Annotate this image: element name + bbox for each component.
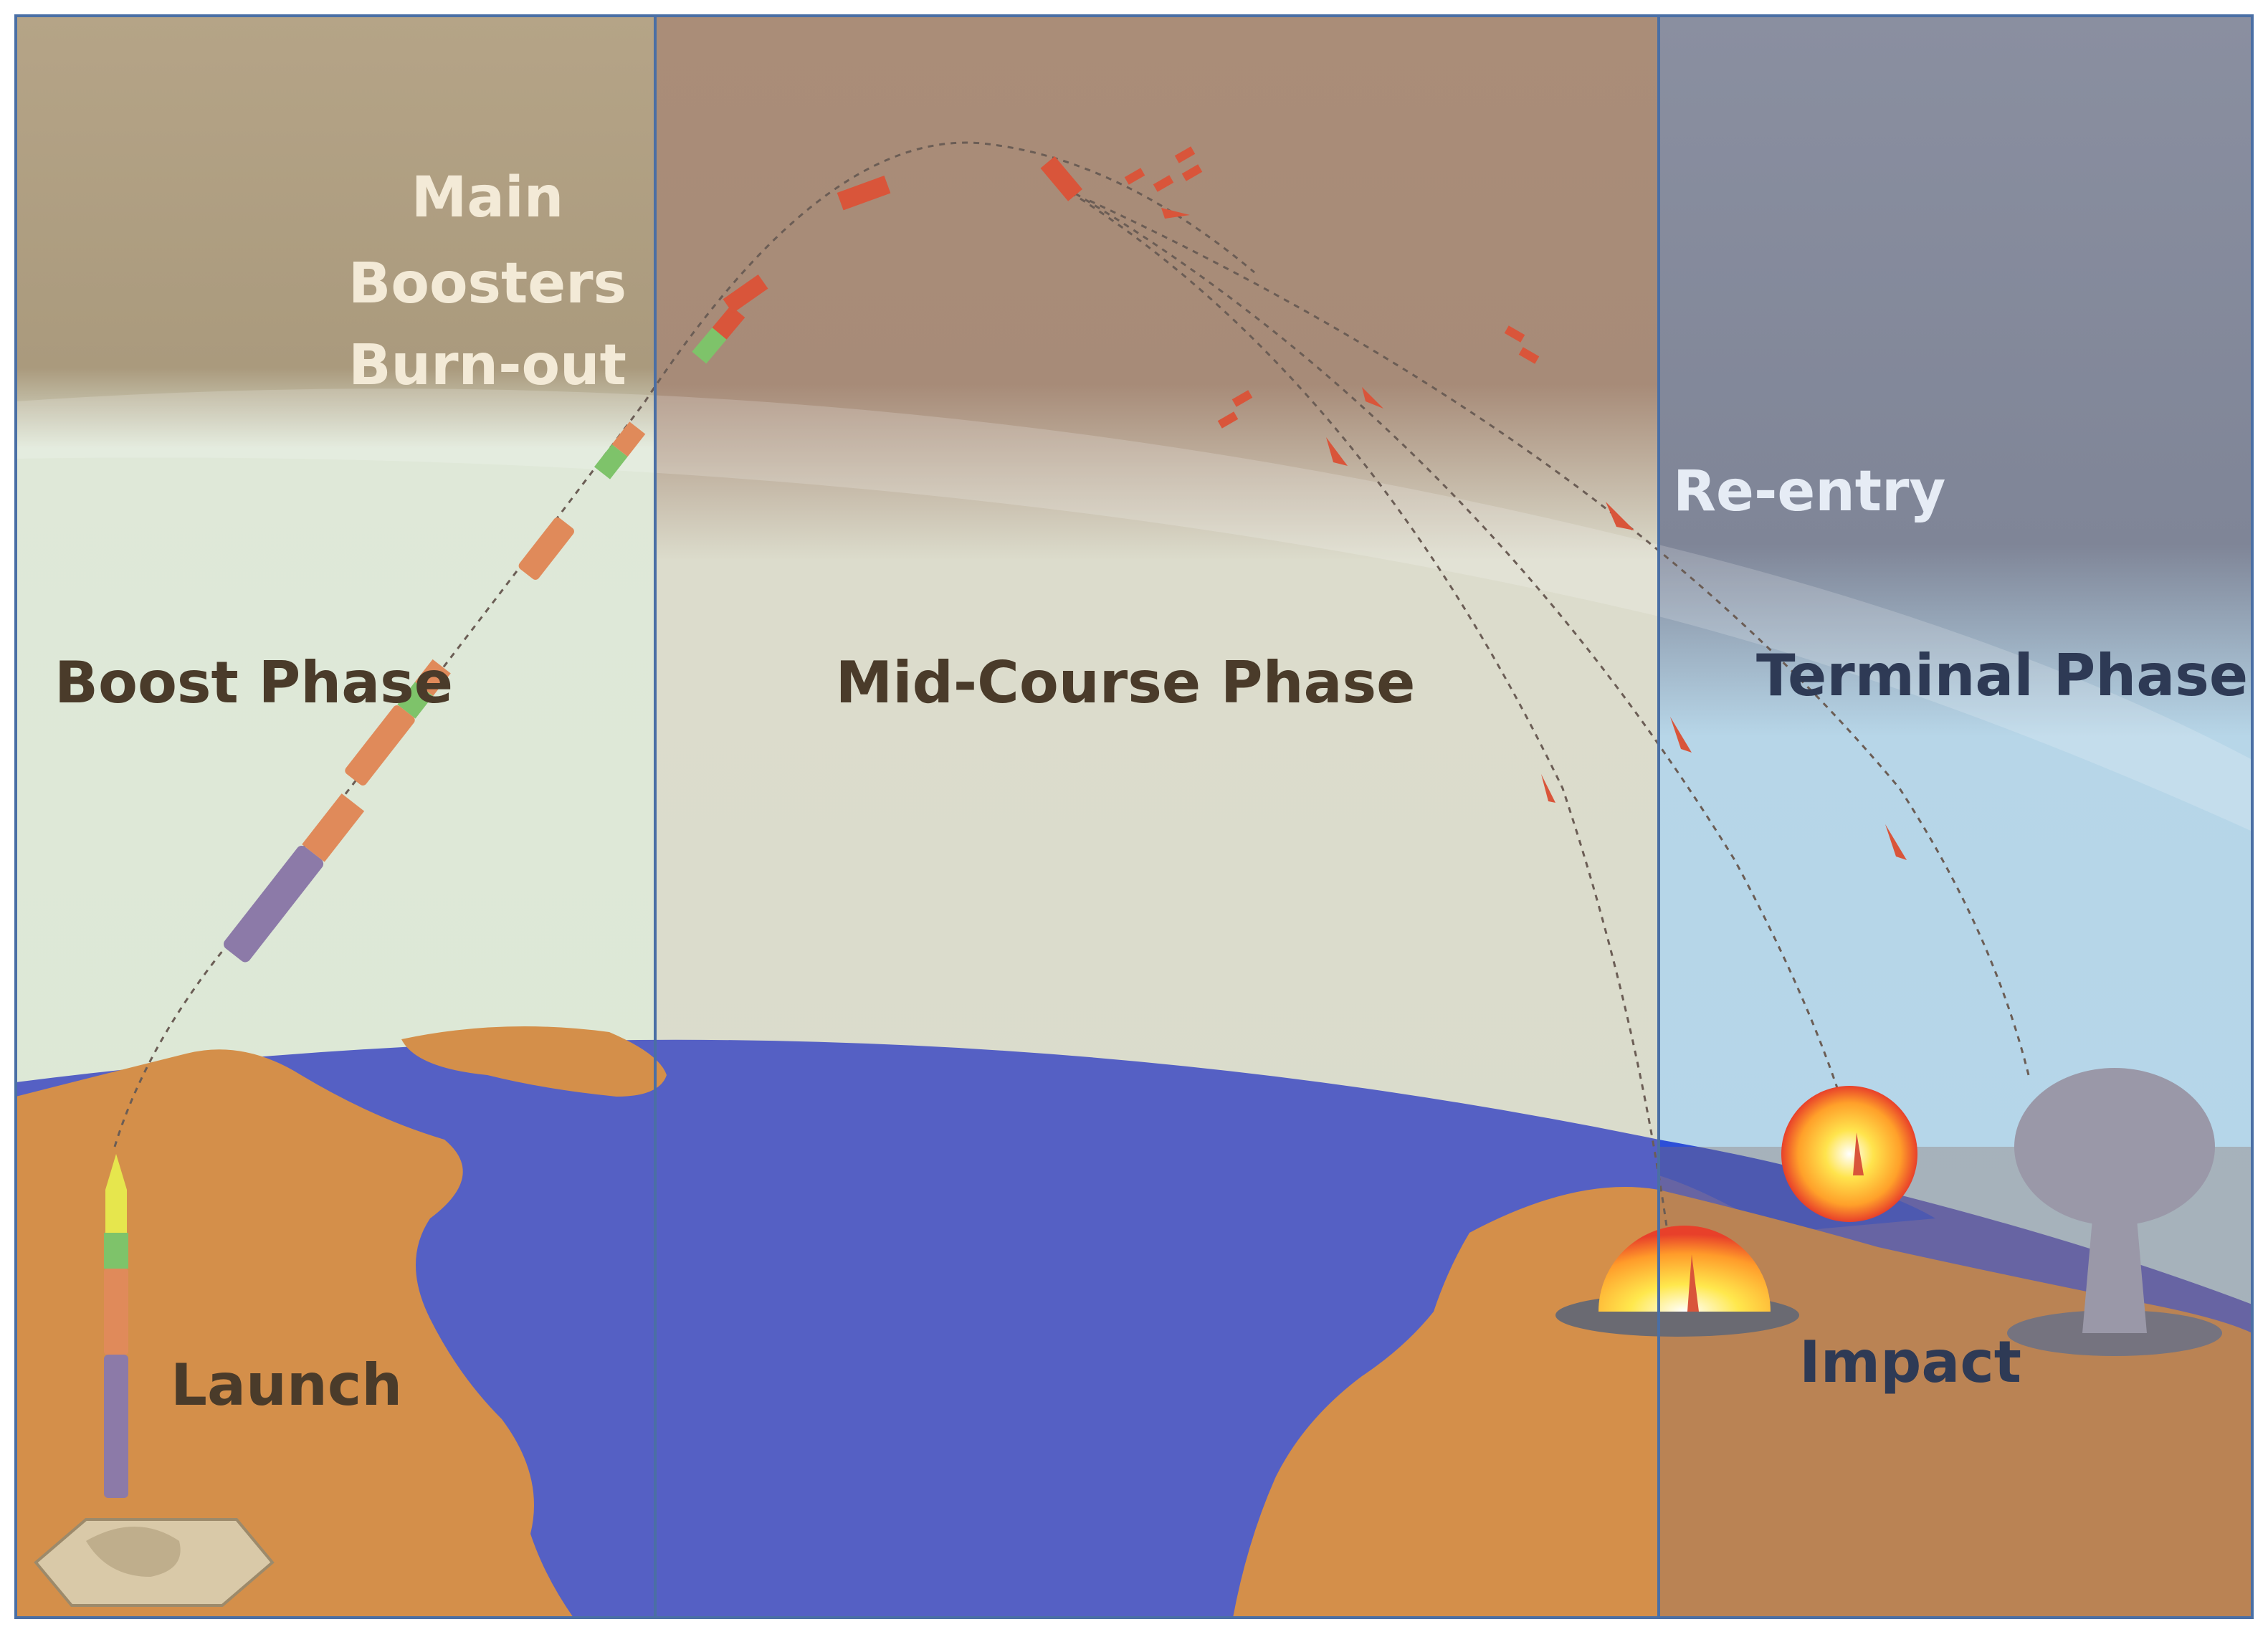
atmosphere-haze [16,388,2252,831]
land-island [401,1026,667,1097]
label-main: Main [411,166,564,230]
bus-apex-1 [837,176,891,211]
missile-burnout [692,305,745,364]
trajectory-warhead-1 [1060,185,1679,1312]
decoy-cluster [1124,146,1540,429]
missile-post-boost [723,274,768,314]
warheads-descending [1161,208,1907,860]
land-left [16,1049,573,1618]
label-terminal-phase: Terminal Phase [1756,642,2248,709]
bus-apex-2 [1040,156,1083,201]
missile-on-pad [104,1154,128,1498]
launch-smoke [86,1527,181,1577]
label-mid-course-phase: Mid-Course Phase [836,649,1416,716]
label-boosters: Boosters [348,252,626,316]
impact-dome [1555,1226,1799,1337]
impact-fireball [1781,1086,1917,1222]
missile-stage-mid [345,659,451,786]
mushroom-cloud [2007,1068,2222,1356]
land-right [1233,1187,2252,1618]
label-boost-phase: Boost Phase [54,649,453,716]
trajectory-ascent [113,141,1255,1147]
missile-stage-lower [224,793,365,963]
missile-stage-top [594,421,646,479]
label-re-entry: Re-entry [1673,459,1945,524]
terminal-shade [1659,1147,2252,1618]
frame-border [14,14,2254,1619]
trajectory-warhead-2 [1075,192,1865,1183]
label-launch: Launch [171,1352,402,1418]
missile-stage-upper [518,517,574,580]
trajectory-warhead-3 [1089,199,2030,1076]
label-impact: Impact [1799,1329,2021,1395]
label-burnout: Burn-out [348,333,626,398]
